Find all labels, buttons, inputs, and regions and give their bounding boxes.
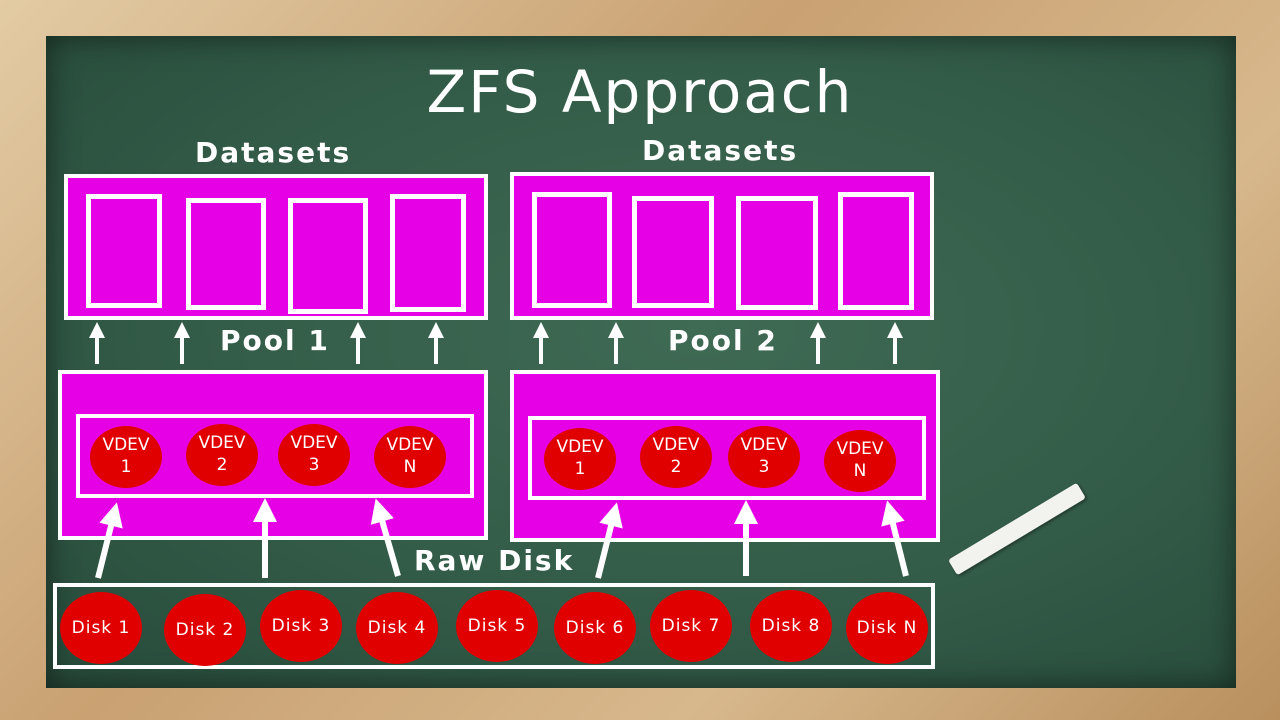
pool2-label: Pool 2 [668,324,778,357]
diagram-title: ZFS Approach [426,58,854,126]
raw-disk-row [53,583,935,669]
raw-disk-label: Raw Disk [414,544,575,577]
pool2-dataset-2 [632,196,714,308]
disk-3: Disk 3 [260,590,342,662]
disk-7: Disk 7 [650,590,732,662]
disk-8: Disk 8 [750,590,832,662]
pool2-up-arrows [533,322,903,364]
disk-6: Disk 6 [554,592,636,664]
pool1-datasets-box [64,174,488,320]
pool2-dataset-4 [838,192,914,310]
pool1-dataset-1 [86,194,162,308]
disk-4: Disk 4 [356,592,438,664]
pool1-label: Pool 1 [220,324,330,357]
chalkboard [46,36,1236,688]
pool2-dataset-3 [736,196,818,310]
disk-5: Disk 5 [456,590,538,662]
disk-to-vdev-arrows [95,498,909,579]
arrow-up-icon [881,500,909,577]
disk-2: Disk 2 [164,594,246,666]
arrow-up-icon [370,498,401,577]
pool1-up-arrows [89,322,444,364]
pool1-dataset-3 [288,198,368,314]
pool1-dataset-4 [390,194,466,312]
disk-n: Disk N [846,592,928,664]
disk-1: Disk 1 [60,592,142,664]
pool1-datasets-label: Datasets [195,136,352,169]
arrow-up-icon [95,502,123,579]
pool2-datasets-box [510,172,934,320]
pool2-dataset-1 [532,192,612,308]
arrow-up-icon [595,502,623,579]
pool2-datasets-label: Datasets [642,134,799,167]
pool1-dataset-2 [186,198,266,310]
